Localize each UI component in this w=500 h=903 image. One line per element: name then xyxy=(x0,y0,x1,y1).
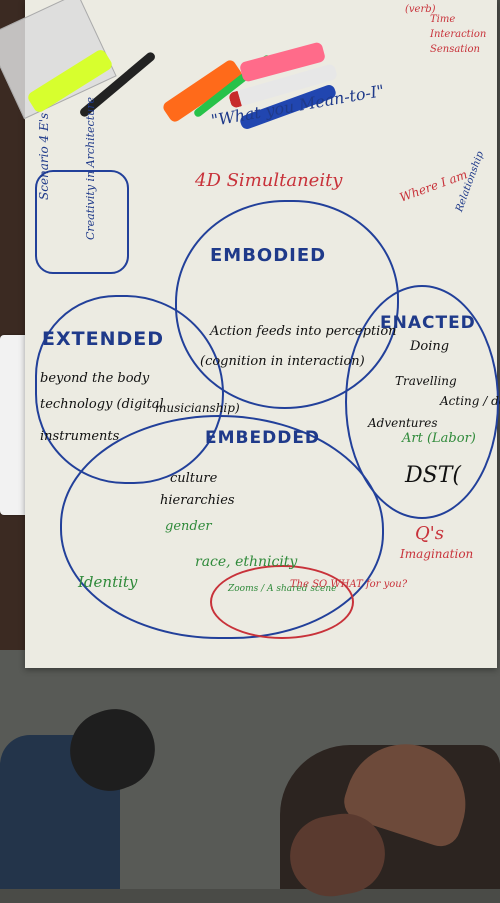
top-right-3: Interaction xyxy=(430,29,487,40)
imagination: Imagination xyxy=(400,547,474,561)
extended-heading: EXTENDED xyxy=(42,328,164,350)
enacted-line-5: Adventures xyxy=(368,416,438,430)
creativity: Creativity in Architecture xyxy=(84,97,97,240)
embedded-heading: EMBEDDED xyxy=(205,428,321,448)
scenario: Scenario 4 E's xyxy=(37,112,51,200)
enacted-line-3: Acting / doing xyxy=(440,394,500,408)
scenario-bubble xyxy=(35,170,129,274)
enacted-bubble xyxy=(345,285,499,519)
so-what-bubble xyxy=(210,565,354,639)
enacted-line-4: Art (Labor) xyxy=(402,431,476,446)
enacted-line-2: Travelling xyxy=(395,374,457,388)
qs: Q's xyxy=(415,523,444,544)
extended-line-3: instruments xyxy=(40,429,120,444)
embedded-line-1: culture xyxy=(170,471,218,486)
embodied-heading: EMBODIED xyxy=(210,245,327,266)
embedded-line-4: race, ethnicity xyxy=(195,554,298,570)
so-what: The SO WHAT for you? xyxy=(290,579,408,590)
embedded-line-3: gender xyxy=(165,519,212,534)
embodied-sub: Action feeds into perception xyxy=(210,324,397,339)
title-4d: 4D Simultaneity xyxy=(195,170,343,191)
enacted-heading: ENACTED xyxy=(380,313,476,333)
embedded-bubble xyxy=(60,415,384,639)
top-right-1: (verb) xyxy=(405,4,436,15)
embedded-line-5: Identity xyxy=(78,573,138,591)
enacted-line-1: Doing xyxy=(410,339,450,354)
dst: DST( xyxy=(405,463,461,488)
extended-line-4: musicianship) xyxy=(155,401,240,415)
top-right-4: Sensation xyxy=(430,44,480,55)
extended-line-1: beyond the body xyxy=(40,371,150,386)
top-right-2: Time xyxy=(430,14,456,25)
extended-line-2: technology (digital xyxy=(40,397,164,412)
embodied-sub2: (cognition in interaction) xyxy=(200,354,365,369)
circle-text: Zooms / A shared scene xyxy=(228,584,337,594)
embedded-line-2: hierarchies xyxy=(160,493,235,508)
